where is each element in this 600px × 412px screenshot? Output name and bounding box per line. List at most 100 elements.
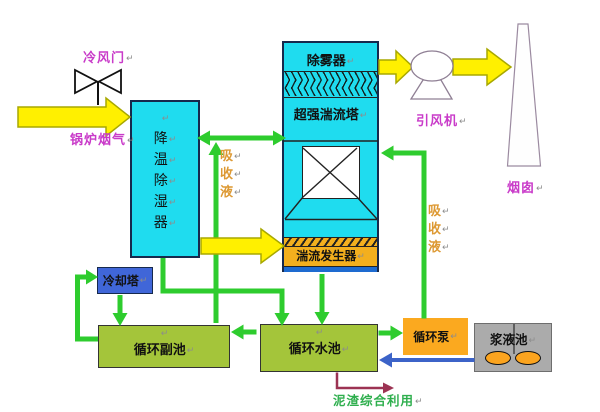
impeller-icon [485,351,511,365]
label-text: 锅炉烟气 [70,133,127,148]
return-mark: ↵ [315,328,324,338]
aux-pool-box: ↵ 循环副池↵ [98,325,230,368]
arrowhead-right-icon [390,325,403,341]
label-text: 浆液池 [489,332,528,347]
return-mark: ↵ [234,152,242,162]
return-mark: ↵ [459,117,468,127]
fan-base-icon [409,79,454,100]
label-text: 循环水池 [288,342,341,357]
absorption-char-row: 收↵ [220,166,242,184]
dehumidifier-label-char: 除 [153,173,168,189]
arrowhead-left-icon [231,324,244,340]
return-mark: ↵ [168,219,177,229]
turbulence-generator-box: 湍流发生器↵ [284,247,377,267]
label-text: 收 [428,222,442,237]
chevron-row [284,80,377,88]
return-mark: ↵ [357,252,365,262]
dehumidifier-to-tower-arrow [200,227,286,265]
return-mark: ↵ [168,156,177,166]
aux-pool-label: 循环副池↵ [134,341,195,361]
chevron-row [284,88,377,96]
return-mark: ↵ [126,54,135,64]
label-text: 湍流发生器 [296,249,357,263]
return-mark: ↵ [442,243,450,253]
turbulent-tower-box: 除雾器↵ 超强湍流塔↵ 湍流发生器↵ [282,41,379,272]
absorption-char-row: 液↵ [220,184,242,202]
dehumidifier-label-char: 器 [153,215,168,231]
impeller-icon [515,351,541,365]
return-mark: ↵ [359,111,368,121]
arrowhead-left-icon [379,352,392,368]
fan-icon [410,50,454,82]
main-pool-box: ↵ 循环水池↵ [260,324,378,372]
tower-to-fan-arrow [378,49,415,85]
cold-air-door-label: 冷风门↵ [83,47,135,66]
demister-chevron-band [284,71,377,98]
dehumidifier-char-row: 温↵ [154,148,177,169]
slurry-pool-box: 浆液池↵ [474,323,552,372]
return-mark: ↵ [234,170,242,180]
agitator-shaft [513,324,515,354]
circulation-pump-box: 循环泵↵ [403,318,468,355]
return-mark: ↵ [168,135,177,145]
dehumidifier-drain-pipe [160,258,214,294]
induced-draft-fan-label: 引风机↵ [416,110,468,129]
return-mark: ↵ [346,57,355,67]
dehumidifier-label-char: 湿 [153,194,168,210]
label-text: 循环泵 [413,330,450,344]
label-text: 液 [220,185,234,200]
aux-pool-to-cooling-tower-pipe [75,274,98,342]
pump-to-tower-pipe [392,150,427,319]
branch-to-main-pool-pipe [216,288,285,315]
dehumidifier-char-row: 降↵ [154,127,177,148]
chevron-row [284,72,377,80]
return-mark: ↵ [442,207,450,217]
return-mark: ↵ [450,331,458,342]
return-mark: ↵ [127,136,136,146]
label-text: 除雾器 [306,54,346,69]
dehumidifier-box: ↵ 降↵ 温↵ 除↵ 湿↵ 器↵ [130,100,200,258]
stray-return-mark: ↵ [160,328,169,341]
label-text: 烟囱 [507,181,536,196]
label-text: 引风机 [416,114,459,129]
dehumidifier-label-char: 温 [153,152,168,168]
absorption-liquid-label-left: 吸↵ 收↵ 液↵ [220,148,242,202]
return-mark: ↵ [341,345,350,355]
return-mark: ↵ [528,336,537,346]
dehumidifier-char-row: 器↵ [154,211,177,232]
dehumidifier-char-row: 湿↵ [154,190,177,211]
return-mark: ↵ [161,114,170,124]
demister-label: 除雾器↵ [284,50,377,69]
return-mark: ↵ [234,188,242,198]
label-text: 液 [428,240,442,255]
label-text: 吸 [428,204,442,219]
fan-to-chimney-arrow [452,47,513,87]
absorption-char-row: 收↵ [428,221,450,239]
valve-icon [97,68,122,95]
main-pool-label: 循环水池↵ [289,340,350,360]
label-text: 冷风门 [83,51,126,66]
return-mark: ↵ [160,329,169,339]
label-text: 循环副池 [133,343,186,358]
chimney-icon [506,23,542,167]
boiler-flue-gas-label: 锅炉烟气↵ [70,129,136,148]
stray-return-mark: ↵ [315,327,324,340]
return-mark: ↵ [168,198,177,208]
label-text: 泥渣综合利用 [333,393,415,408]
tower-bottom-strip [284,267,377,272]
return-mark: ↵ [139,275,148,286]
generator-hatch-band [284,237,377,247]
absorption-char-row: 吸↵ [428,203,450,221]
label-text: 吸 [220,149,234,164]
absorption-liquid-label-right: 吸↵ 收↵ 液↵ [428,203,450,257]
return-mark: ↵ [168,177,177,187]
sludge-outlet-pipe [335,372,384,390]
return-mark-row: ↵ [161,106,170,127]
dehumidifier-char-row: 除↵ [154,169,177,190]
chimney-label: 烟囱↵ [507,177,545,196]
return-mark: ↵ [442,225,450,235]
cooling-tower-box: 冷却塔↵ [97,267,153,294]
return-mark: ↵ [415,397,424,407]
return-mark: ↵ [186,346,195,356]
return-mark: ↵ [536,184,545,194]
